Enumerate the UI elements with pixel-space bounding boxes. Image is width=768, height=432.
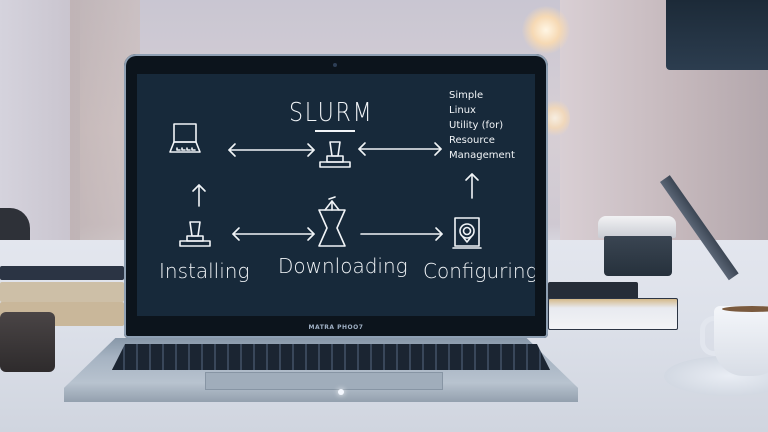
diagram-title: SLURM xyxy=(289,98,374,128)
indicator-light xyxy=(338,389,344,395)
label-downloading: Downloading xyxy=(278,254,408,278)
bidirectional-arrow xyxy=(358,142,442,156)
acronym-line: Linux xyxy=(449,105,476,116)
right-arrow xyxy=(360,227,443,241)
label-configuring: Configuring xyxy=(423,259,535,283)
camera-icon xyxy=(333,63,337,67)
teacup-handle xyxy=(700,316,725,356)
hourglass-antenna-icon xyxy=(318,196,346,247)
tablet xyxy=(0,266,124,280)
keyboard[interactable] xyxy=(112,344,550,370)
laptop-brand-label: MATRA PHOO7 xyxy=(308,324,364,331)
notebook xyxy=(0,282,124,302)
server-icon xyxy=(319,141,351,168)
server-icon xyxy=(179,221,211,247)
coffee-cup xyxy=(604,236,672,276)
bidirectional-arrow xyxy=(228,143,315,157)
acronym-line: Management xyxy=(449,150,515,161)
laptop-lid: SLURM Simple Linux Utility (for) Resourc… xyxy=(124,54,548,338)
laptop-screen: SLURM Simple Linux Utility (for) Resourc… xyxy=(137,74,535,316)
bidirectional-arrow xyxy=(232,227,315,241)
notebook xyxy=(548,298,678,330)
coffee xyxy=(722,306,768,312)
title-underline xyxy=(315,130,355,132)
acronym-line: Utility (for) xyxy=(449,120,504,131)
phone xyxy=(548,282,638,300)
drive-icon xyxy=(452,217,482,249)
cup-lid xyxy=(598,216,676,238)
up-arrow xyxy=(465,173,479,199)
bokeh-light xyxy=(522,6,570,54)
acronym-expansion: Simple Linux Utility (for) Resource Mana… xyxy=(449,88,515,163)
lamp-shade xyxy=(666,0,768,70)
background-wall xyxy=(0,0,80,240)
laptop-icon xyxy=(169,123,201,153)
label-installing: Installing xyxy=(159,259,250,283)
trackpad[interactable] xyxy=(205,372,443,390)
teacup xyxy=(714,306,768,376)
wallet xyxy=(0,312,55,372)
acronym-line: Simple xyxy=(449,90,484,101)
acronym-line: Resource xyxy=(449,135,495,146)
up-arrow xyxy=(192,184,206,207)
